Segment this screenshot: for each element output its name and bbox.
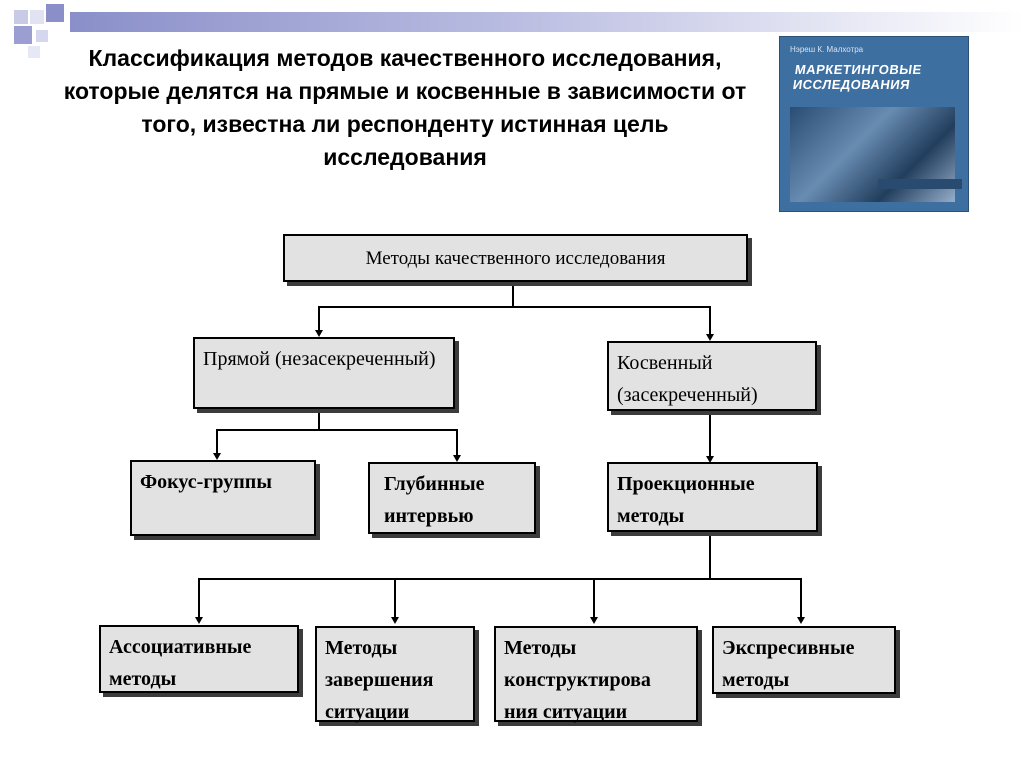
arrow-head (797, 617, 805, 624)
connector (318, 306, 320, 330)
connector (512, 281, 514, 307)
arrow-head (706, 334, 714, 341)
direct-method-node: Прямой (незасекреченный) (193, 337, 455, 409)
connector (456, 429, 458, 455)
connector (216, 429, 458, 431)
book-cover-image: Нэреш К. Малхотра МАРКЕТИНГОВЫЕ ИССЛЕДОВ… (779, 36, 969, 212)
focus-groups-node: Фокус-группы (130, 460, 316, 536)
connector (198, 578, 200, 618)
decor-square (14, 26, 32, 44)
completion-methods-node: Методы завершения ситуации (315, 626, 475, 723)
header-gradient-bar (70, 12, 1024, 32)
arrow-head (391, 617, 399, 624)
arrow-head (706, 456, 714, 463)
slide-title: Классификация методов качественного иссл… (63, 45, 747, 170)
decor-square (14, 10, 28, 24)
depth-interviews-node: Глубинные интервью (368, 462, 536, 534)
expressive-methods-node: Экспресивные методы (712, 626, 896, 694)
arrow-head (213, 453, 221, 460)
arrow-head (315, 330, 323, 337)
connector (593, 578, 595, 618)
connector (216, 429, 218, 453)
book-title-line: МАРКЕТИНГОВЫЕ (794, 62, 923, 77)
book-title-line: ИССЛЕДОВАНИЯ (791, 77, 912, 92)
book-author: Нэреш К. Малхотра (790, 45, 864, 54)
projective-methods-node: Проекционные методы (607, 462, 818, 532)
decor-square (28, 46, 40, 58)
indirect-method-node: Косвенный (засекреченный) (607, 341, 817, 411)
connector (318, 306, 711, 308)
connector (394, 578, 396, 618)
decor-square (30, 10, 44, 24)
connector (318, 408, 320, 430)
connector (709, 306, 711, 334)
connector (800, 578, 802, 618)
decor-square (36, 30, 48, 42)
connector (198, 578, 802, 580)
book-title: МАРКЕТИНГОВЫЕ ИССЛЕДОВАНИЯ (792, 62, 923, 92)
arrow-head (590, 617, 598, 624)
arrow-head (195, 617, 203, 624)
construction-methods-node: Методы конструктирова ния ситуации (494, 626, 698, 723)
decor-square (46, 4, 64, 22)
root-node: Методы качественного исследования (283, 234, 748, 282)
book-edition-band (878, 179, 962, 189)
associative-methods-node: Ассоциативные методы (99, 625, 299, 693)
connector (709, 531, 711, 579)
arrow-head (453, 455, 461, 462)
connector (709, 410, 711, 456)
